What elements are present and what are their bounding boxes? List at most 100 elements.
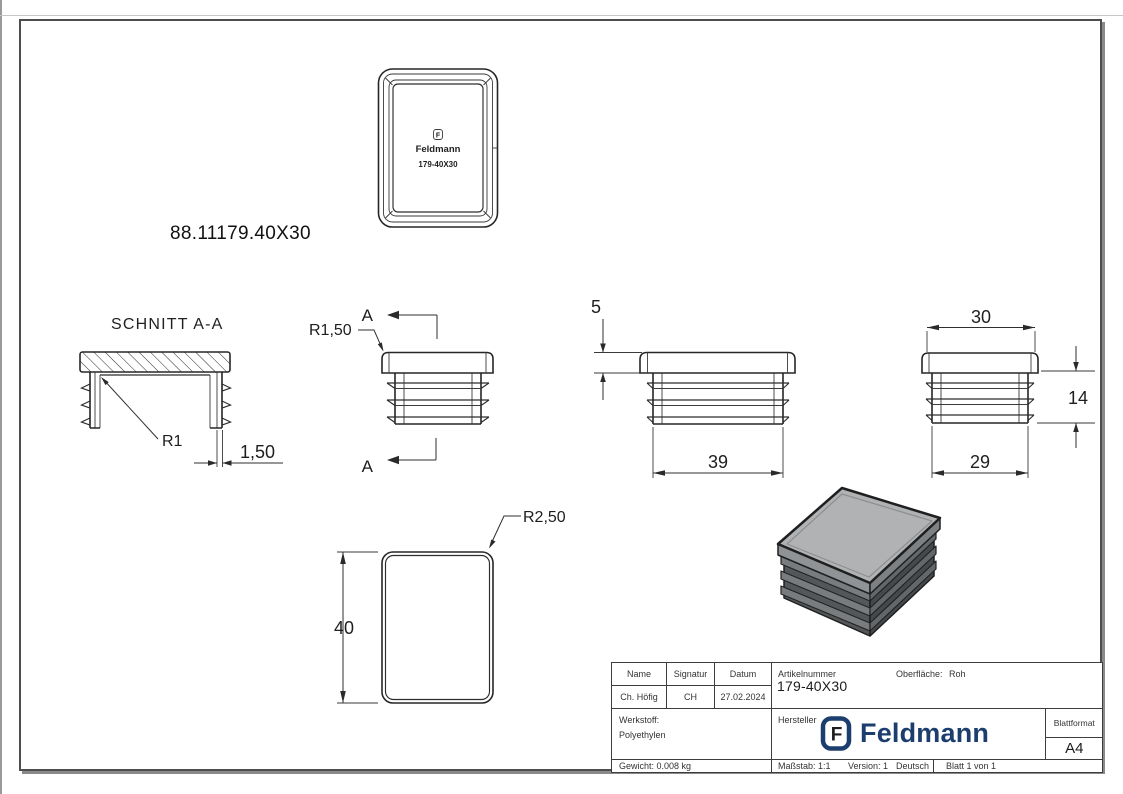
right-view: 30 14 29 (921, 307, 1095, 478)
top-view-corner-chamfers (385, 77, 491, 219)
wall-dim-extension-lines (216, 430, 223, 467)
surface-value: Roh (949, 669, 966, 679)
signature-label-cell: Signatur (667, 663, 715, 686)
radius-r250-leader (490, 515, 521, 546)
rightview-cap-outline (921, 352, 1039, 374)
sheet-value: Blatt 1 von 1 (946, 761, 997, 771)
depth14-arrow-up (1073, 423, 1079, 432)
back-view: 40 R2,50 (334, 509, 566, 704)
radius-r150-leader (358, 329, 384, 351)
date-label-cell: Datum (715, 663, 772, 686)
radius-r250-arrowhead (489, 539, 496, 549)
height40-extension-lines (337, 551, 378, 704)
cap-height-extension-lines (594, 352, 651, 374)
molded-brand-text: Feldmann (416, 144, 461, 155)
top-view-inner-contour (392, 83, 484, 213)
isometric-render (776, 486, 942, 637)
section-letter-bottom: A (362, 457, 374, 476)
width29-value: 29 (970, 452, 990, 472)
front-body-outline (394, 373, 482, 425)
radius-r1-label: R1 (162, 433, 183, 450)
radius-r1-leader (102, 378, 159, 440)
material-label: Werkstoff: (619, 715, 660, 725)
width39-arrow-left (653, 470, 665, 476)
article-cell: Artikelnummer 179-40X30 Oberfläche: Roh (772, 663, 1103, 709)
section-view-title: SCHNITT A-A (111, 316, 224, 333)
section-cut-line-bottom (399, 438, 437, 461)
front-cap-outline (381, 351, 494, 374)
depth14-arrow-down (1073, 362, 1079, 371)
depth14-value: 14 (1068, 388, 1088, 408)
width30-arrow-right (1023, 324, 1035, 331)
manufacturer-label: Hersteller (778, 715, 817, 725)
height40-arrow-down (340, 691, 346, 703)
scale-row-cell: Maßstab: 1:1 Version: 1 Deutsch (772, 760, 934, 773)
screen-left-edge (0, 0, 2, 794)
width29-arrow-left (932, 470, 944, 476)
format-value-cell: A4 (1046, 738, 1103, 760)
front-fins (386, 382, 490, 423)
part-number: 88.11179.40X30 (170, 223, 311, 244)
name-label-cell: Name (612, 663, 667, 686)
height40-value: 40 (334, 618, 354, 638)
viewer-top-divider (0, 15, 1123, 16)
side-body-inner-lines (661, 373, 775, 424)
molded-logo-icon (433, 129, 443, 140)
name-value-cell: Ch. Höfig (612, 686, 667, 709)
manufacturer-cell: Hersteller F Feldmann (772, 709, 1046, 760)
weight-value: Gewicht: 0.008 kg (619, 761, 692, 771)
radius-r250-label: R2,50 (523, 509, 566, 526)
section-outer-walls (89, 372, 223, 428)
language-value: Deutsch (896, 761, 930, 771)
surface-label: Oberfläche: (896, 669, 943, 679)
section-letter-top: A (362, 306, 374, 325)
article-value: 179-40X30 (777, 678, 848, 694)
top-view-rim-contour (383, 73, 493, 223)
section-fins-left (79, 383, 91, 426)
front-cap-inner-lines (388, 352, 487, 373)
width30-extension-lines (926, 331, 1036, 352)
width29-extension-lines (931, 426, 1029, 478)
drawing-sheet-frame (19, 19, 1102, 771)
section-fins-right (221, 383, 233, 426)
radius-r150-arrowhead (377, 342, 384, 352)
front-body-inner-lines (403, 373, 473, 424)
render-top-face-edge-highlight (786, 493, 933, 578)
material-cell: Werkstoff: Polyethylen (612, 709, 772, 760)
format-label-cell: Blattformat (1046, 709, 1103, 738)
feldmann-logo-letter: F (831, 725, 843, 746)
backview-outer-contour (381, 551, 494, 704)
wall-dim-arrow-right (222, 460, 232, 466)
article-label: Artikelnummer (778, 669, 837, 679)
width39-extension-lines (652, 427, 784, 478)
section-cut-line-top (399, 314, 438, 339)
side-view: 5 39 (591, 297, 796, 478)
rightview-cap-inner-lines (928, 353, 1032, 373)
molded-logo-letter: F (436, 133, 441, 140)
side-fins (646, 382, 790, 423)
section-arrow-top (387, 310, 399, 320)
backview-inner-contour (384, 554, 491, 701)
feldmann-logo-icon: F (820, 716, 852, 751)
section-cap-hatched (79, 351, 231, 373)
width39-value: 39 (708, 452, 728, 472)
section-inner-wall-lines (94, 372, 218, 428)
width29-arrow-right (1016, 470, 1028, 476)
render-fins (780, 530, 937, 632)
cap-height-arrow-down (600, 343, 606, 353)
scale-value: Maßstab: 1:1 (778, 761, 831, 771)
side-cap-outline (639, 351, 796, 374)
section-arrow-bottom (387, 455, 399, 465)
material-value: Polyethylen (619, 730, 666, 740)
feldmann-logo-text: Feldmann (860, 718, 990, 748)
depth14-extension-lines (1037, 370, 1095, 424)
title-block: Name Signatur Datum Ch. Höfig CH 27.02.2… (611, 662, 1103, 773)
side-cap-inner-lines (647, 352, 788, 373)
top-view: F Feldmann 179-40X30 (377, 68, 499, 228)
height40-arrow-up (340, 552, 346, 564)
weight-cell: Gewicht: 0.008 kg (612, 760, 772, 773)
molded-part-text: 179-40X30 (418, 160, 458, 169)
format-value: A4 (1065, 740, 1084, 757)
cap-height-value: 5 (591, 297, 601, 317)
width39-arrow-right (771, 470, 783, 476)
